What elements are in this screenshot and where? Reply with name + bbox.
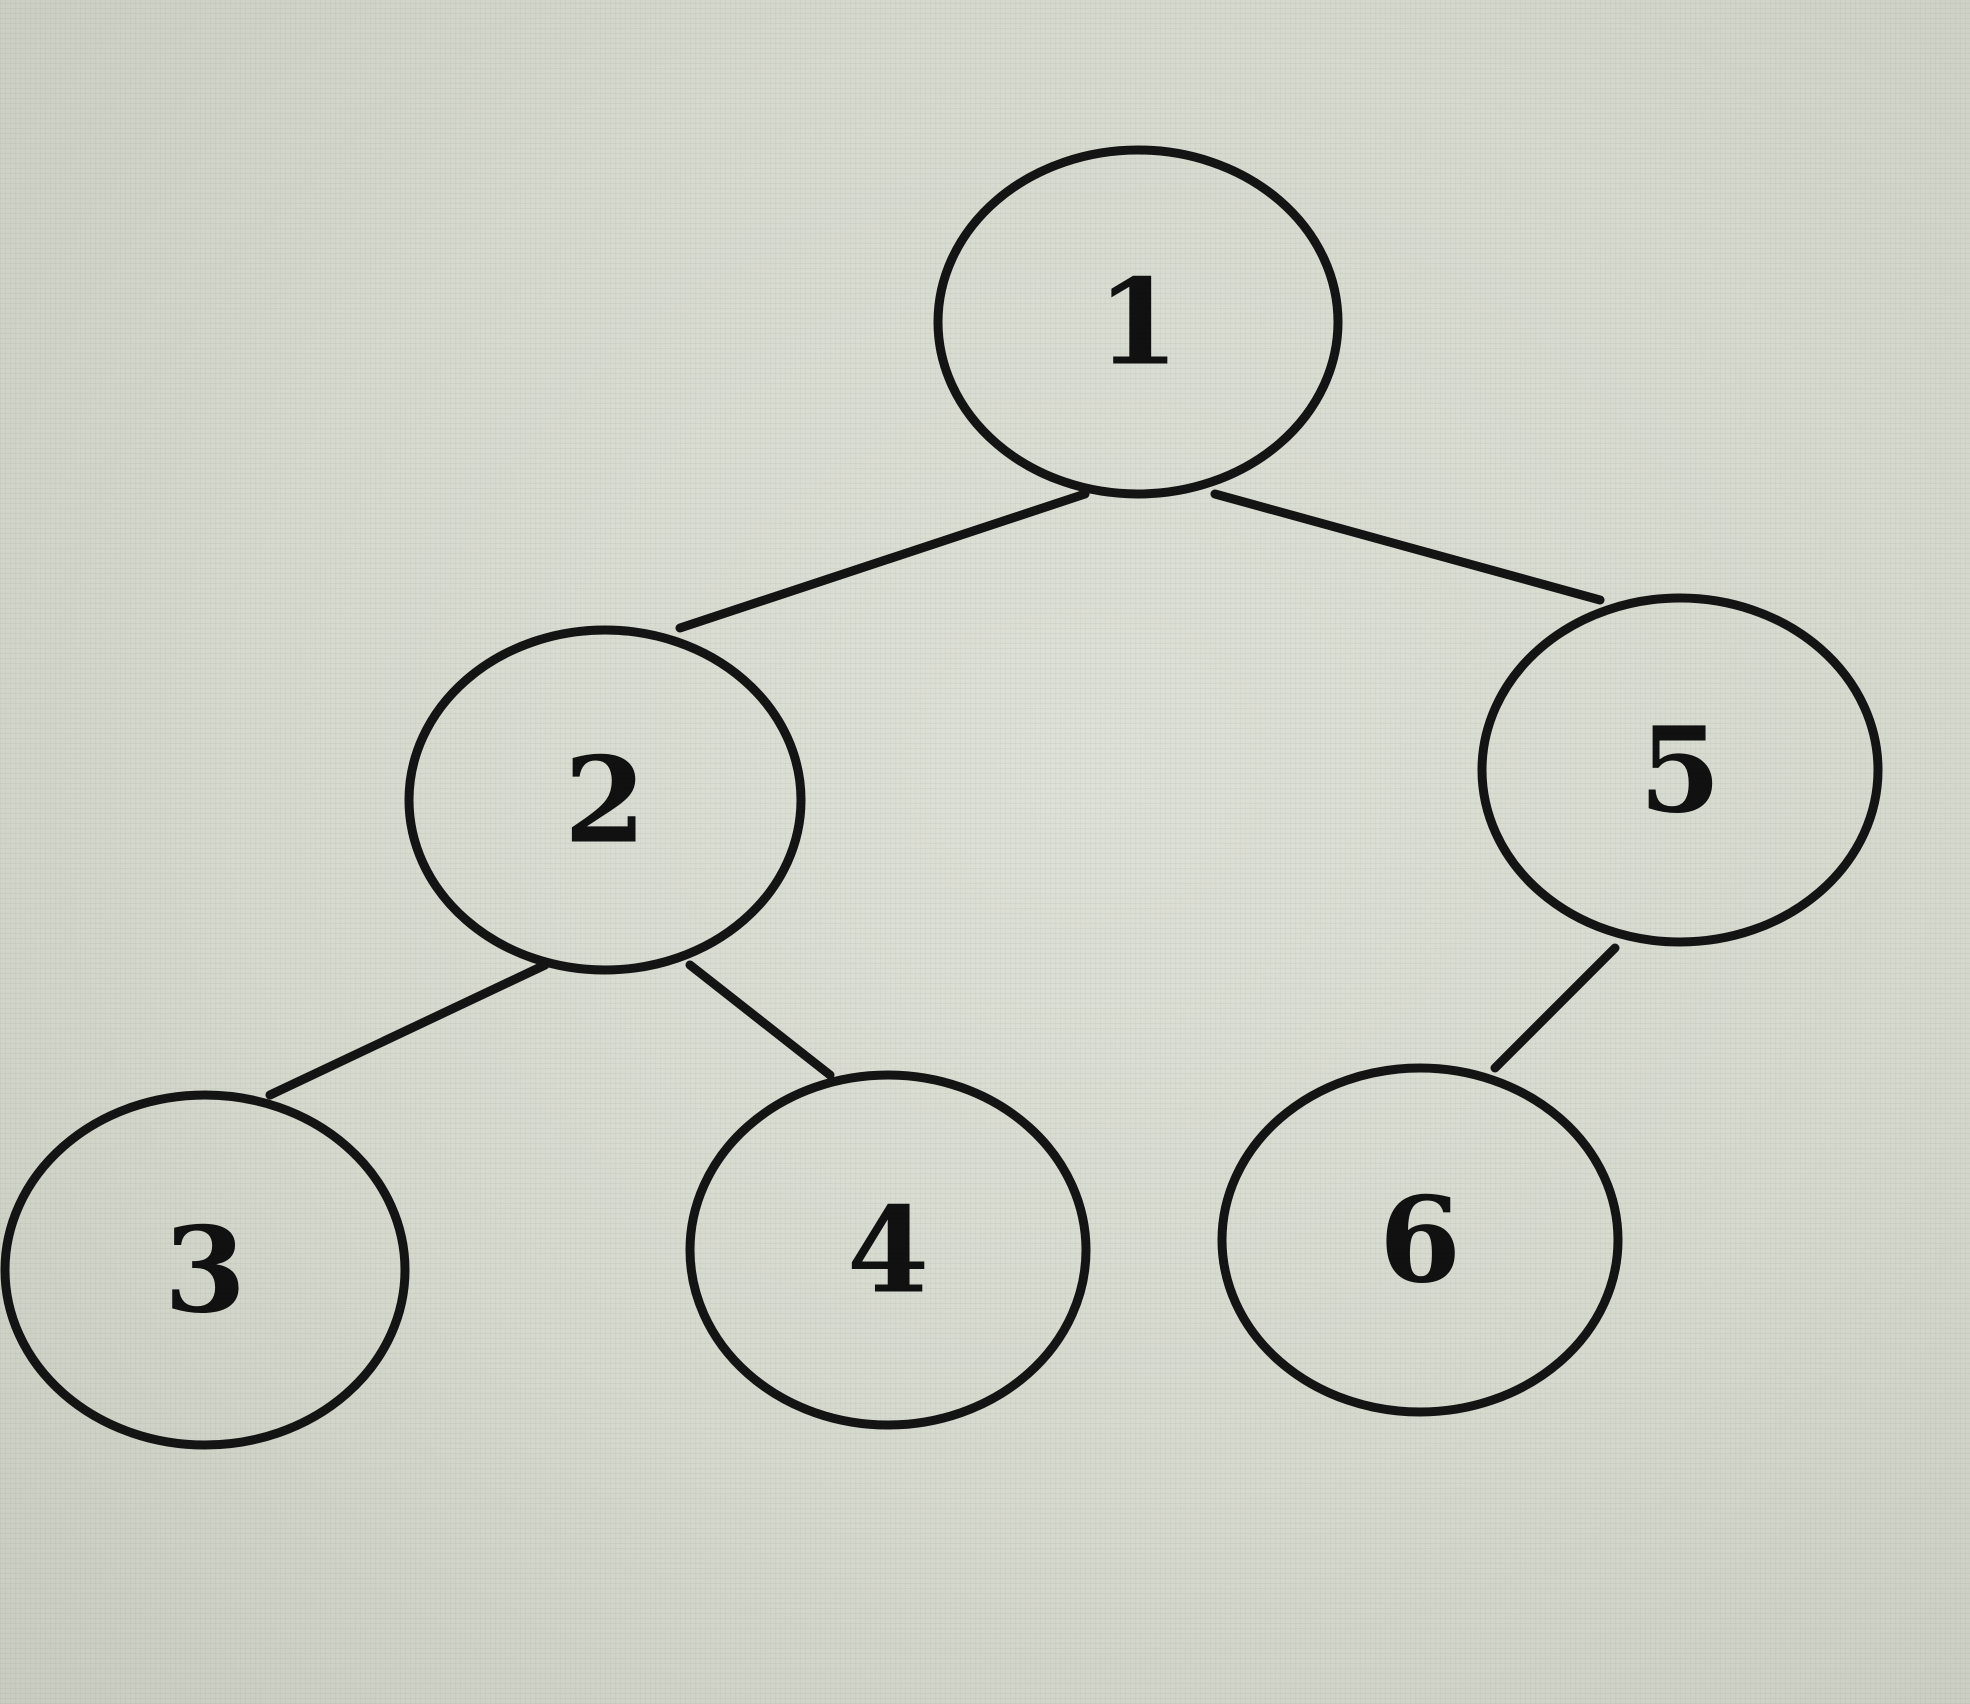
node-6: 6 [1217,1063,1623,1417]
edge-5-6 [1490,943,1620,1073]
node-6-label: 6 [1379,1171,1461,1310]
node-3-circle [0,1090,410,1450]
edge-2-3 [265,960,550,1100]
edge-2-4 [685,960,835,1080]
node-2-label: 2 [564,731,646,870]
node-4-label: 4 [847,1181,929,1320]
node-5-label: 5 [1639,701,1721,840]
node-3: 3 [0,1090,410,1450]
node-5-circle [1477,593,1883,947]
node-5: 5 [1477,593,1883,947]
node-2: 2 [404,625,806,975]
node-4-circle [685,1070,1091,1430]
edge-1-5 [1210,489,1605,605]
node-6-circle [1217,1063,1623,1417]
node-1-circle [933,145,1343,499]
node-4: 4 [685,1070,1091,1430]
node-3-label: 3 [164,1201,246,1340]
node-2-circle [404,625,806,975]
node-1: 1 [933,145,1343,499]
tree-edges [265,489,1620,1100]
node-1-label: 1 [1097,253,1179,392]
edge-1-2 [675,489,1090,633]
